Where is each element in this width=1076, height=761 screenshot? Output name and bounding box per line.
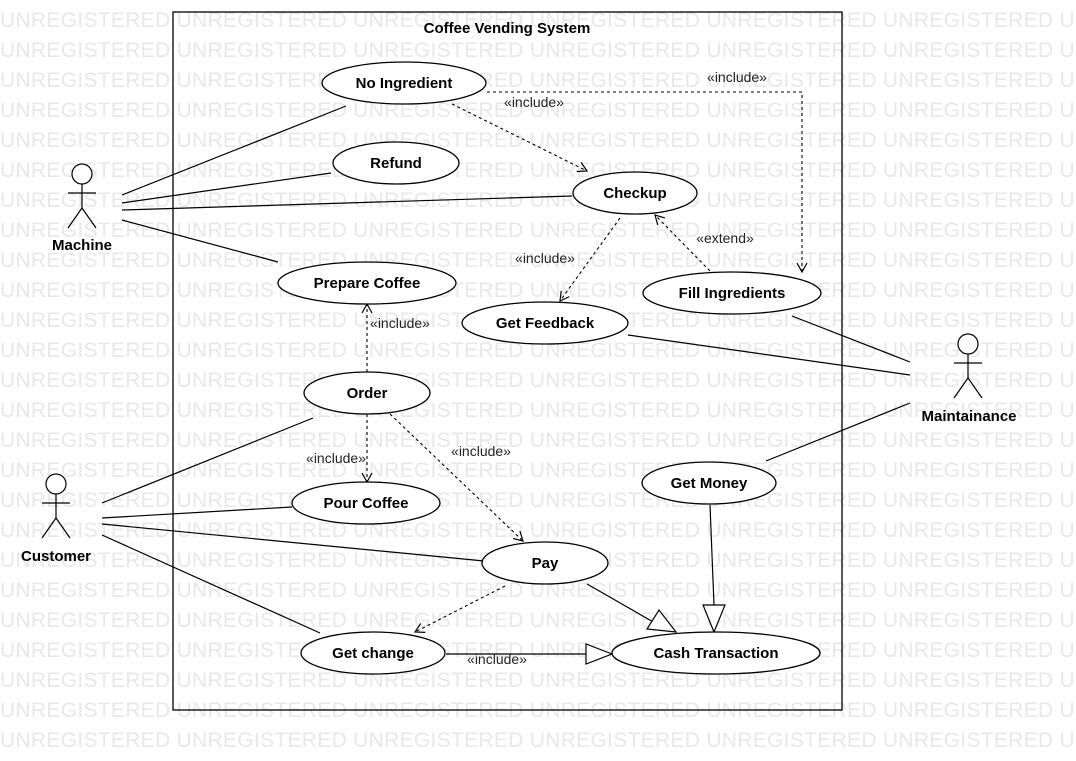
- label-include-order-pour: «include»: [306, 450, 366, 466]
- use-case-get-money-label: Get Money: [671, 475, 748, 492]
- use-case-fill-ingredients-label: Fill Ingredients: [679, 285, 786, 302]
- label-extend-fill-checkup: «extend»: [696, 230, 754, 246]
- use-case-get-money[interactable]: Get Money: [641, 461, 777, 505]
- use-cases: No Ingredient Refund Checkup Prepare Cof…: [277, 61, 822, 675]
- use-case-pour-coffee[interactable]: Pour Coffee: [291, 481, 441, 525]
- include-pay-get-change: [413, 585, 506, 633]
- use-case-checkup-label: Checkup: [603, 185, 666, 202]
- use-case-cash-transaction-label: Cash Transaction: [653, 645, 778, 662]
- assoc-customer-order: [101, 417, 314, 504]
- gen-pay-cash-triangle: [645, 608, 678, 633]
- use-case-prepare-coffee-label: Prepare Coffee: [314, 275, 421, 292]
- label-include-order-prepare: «include»: [370, 315, 430, 331]
- label-include-checkup-feedback: «include»: [515, 250, 575, 266]
- label-include-order-pay: «include»: [451, 443, 511, 459]
- use-case-prepare-coffee[interactable]: Prepare Coffee: [277, 261, 457, 305]
- use-case-no-ingredient[interactable]: No Ingredient: [321, 61, 487, 105]
- include-no-ingredient-checkup: [451, 103, 589, 173]
- label-include-get-change-cash: «include»: [467, 651, 527, 667]
- use-case-cash-transaction[interactable]: Cash Transaction: [611, 631, 821, 675]
- system-title: Coffee Vending System: [424, 20, 591, 37]
- dependencies: [361, 91, 808, 633]
- assoc-maintenance-get-feedback: [627, 334, 911, 376]
- label-include-no-ingredient-fill: «include»: [707, 69, 767, 85]
- use-case-no-ingredient-label: No Ingredient: [356, 75, 453, 92]
- machine-stick-figure-icon: [67, 163, 97, 229]
- assoc-machine-checkup: [121, 195, 573, 211]
- customer-stick-figure-icon: [41, 473, 71, 539]
- assoc-maintenance-get-money: [765, 402, 911, 462]
- system-boundary: [172, 11, 843, 711]
- use-case-refund[interactable]: Refund: [332, 141, 460, 185]
- assoc-customer-pay: [101, 523, 485, 562]
- actor-maintenance[interactable]: Maintainance: [921, 333, 1017, 425]
- assoc-machine-prepare-coffee: [121, 219, 279, 263]
- include-checkup-get-feedback: [559, 217, 621, 303]
- maintenance-stick-figure-icon: [953, 333, 983, 399]
- use-case-order[interactable]: Order: [303, 371, 431, 415]
- use-case-order-label: Order: [347, 385, 388, 402]
- use-case-refund-label: Refund: [370, 155, 422, 172]
- use-case-get-feedback[interactable]: Get Feedback: [461, 301, 629, 345]
- assoc-maintenance-fill-ingredients: [791, 315, 911, 363]
- use-case-get-change[interactable]: Get change: [300, 631, 446, 675]
- relation-labels: «include» «include» «include» «extend» «…: [306, 69, 767, 667]
- include-no-ingredient-fill-ingredients: [487, 91, 808, 274]
- use-case-pour-coffee-label: Pour Coffee: [323, 495, 408, 512]
- use-case-pay[interactable]: Pay: [481, 541, 609, 585]
- assoc-customer-pour-coffee: [101, 506, 293, 519]
- assoc-customer-get-change: [101, 534, 321, 634]
- use-case-fill-ingredients[interactable]: Fill Ingredients: [642, 271, 822, 315]
- associations: [101, 105, 911, 634]
- include-order-pay: [389, 413, 524, 542]
- actor-machine[interactable]: Machine: [52, 163, 112, 254]
- generalizations: [446, 504, 726, 665]
- use-case-get-feedback-label: Get Feedback: [496, 315, 595, 332]
- gen-get-money-cash-triangle: [702, 604, 726, 634]
- gen-get-change-cash-triangle: [585, 643, 614, 665]
- extend-fill-ingredients-checkup: [654, 214, 711, 272]
- use-case-get-change-label: Get change: [332, 645, 414, 662]
- gen-pay-cash-line: [586, 583, 656, 624]
- label-include-no-ingredient-checkup: «include»: [504, 94, 564, 110]
- actor-maintenance-label: Maintainance: [921, 408, 1016, 425]
- use-case-checkup[interactable]: Checkup: [572, 171, 698, 215]
- actor-customer[interactable]: Customer: [21, 473, 91, 565]
- assoc-machine-no-ingredient: [121, 105, 347, 196]
- assoc-machine-refund: [121, 172, 332, 204]
- gen-get-money-cash-line: [709, 504, 715, 606]
- actor-machine-label: Machine: [52, 237, 112, 254]
- use-case-pay-label: Pay: [532, 555, 559, 572]
- actor-customer-label: Customer: [21, 548, 91, 565]
